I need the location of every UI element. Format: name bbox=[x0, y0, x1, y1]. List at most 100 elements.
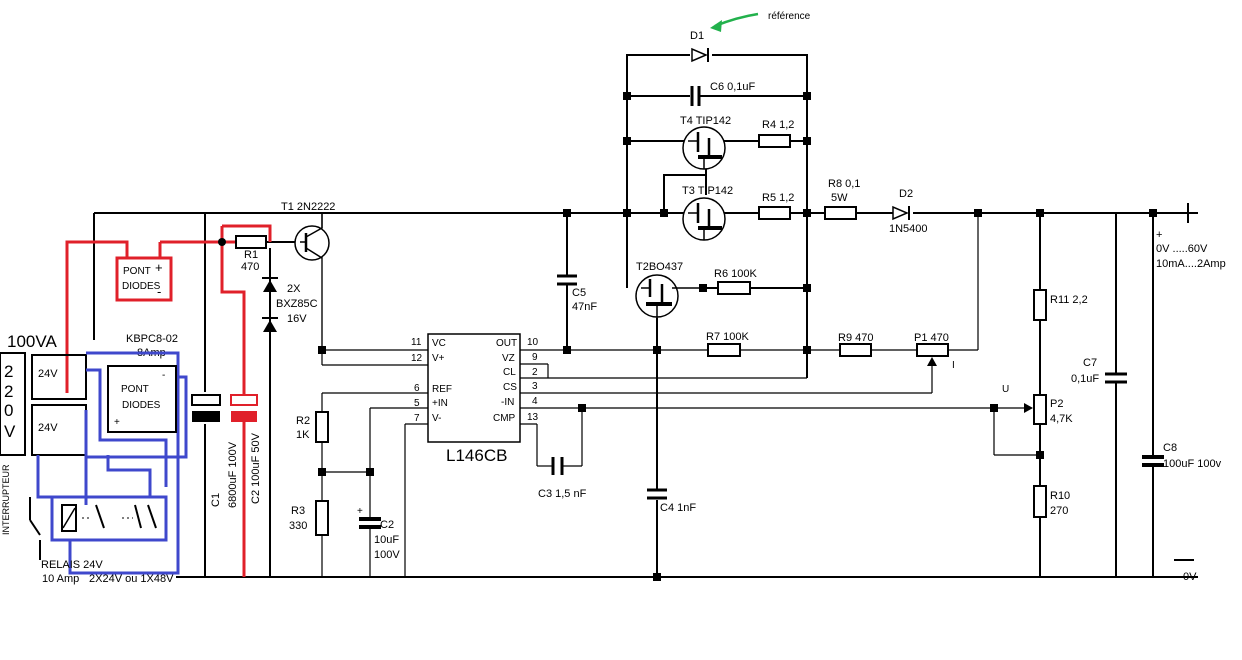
resistor-r6: R6 100K bbox=[714, 268, 757, 295]
interrupteur-label: INTERRUPTEUR bbox=[1, 464, 11, 535]
pin-13-name: CMP bbox=[493, 413, 516, 424]
r3-label: R3 bbox=[291, 505, 305, 517]
u-label: U bbox=[1002, 384, 1009, 395]
pin-7-num: 7 bbox=[414, 413, 420, 424]
bridge2-line2: DIODES bbox=[122, 400, 161, 411]
c3-label: C3 1,5 nF bbox=[538, 488, 587, 500]
p1-label: P1 470 bbox=[914, 332, 949, 344]
junction-dots bbox=[318, 92, 1157, 581]
r1-value: 470 bbox=[241, 261, 259, 273]
pin-5-name: +IN bbox=[432, 398, 448, 409]
primary-v-4: V bbox=[4, 422, 16, 441]
svg-text:-: - bbox=[157, 284, 161, 299]
r4-label: R4 1,2 bbox=[762, 119, 794, 131]
ic-right-pins: OUT 10 VZ 9 CL 2 CS 3 -IN 4 CMP 13 bbox=[493, 213, 1032, 467]
i-label: I bbox=[952, 360, 955, 371]
pin-7-name: V- bbox=[432, 413, 441, 424]
c2-small-voltage: 100V bbox=[374, 549, 400, 561]
diode-d1: D1 bbox=[690, 30, 709, 63]
c2-red-label: C2 100uF 50V bbox=[250, 432, 262, 504]
ic-name: L146CB bbox=[446, 446, 507, 465]
bridge1-line1: PONT bbox=[123, 266, 151, 277]
resistor-r1: R1 470 bbox=[235, 235, 267, 273]
t4-label: T4 TIP142 bbox=[680, 115, 731, 127]
pin-11-name: VC bbox=[432, 338, 446, 349]
r10-value: 270 bbox=[1050, 505, 1068, 517]
c7-label: C7 bbox=[1083, 357, 1097, 369]
resistor-r4: R4 1,2 bbox=[758, 119, 794, 148]
pin-2-name: CL bbox=[503, 367, 516, 378]
output-wiring bbox=[205, 213, 1198, 578]
bridge2-line1: PONT bbox=[121, 384, 149, 395]
potentiometer-p1: P1 470 I bbox=[914, 332, 955, 371]
primary-v-2: 2 bbox=[4, 382, 13, 401]
output-current-range: 10mA....2Amp bbox=[1156, 258, 1226, 270]
capacitor-c5: C5 47nF bbox=[557, 274, 597, 313]
d1-label: D1 bbox=[690, 30, 704, 42]
transistor-t2: T2BO437 bbox=[635, 261, 703, 318]
pin-6-num: 6 bbox=[414, 383, 420, 394]
transistor-t4: T4 TIP142 bbox=[680, 115, 731, 170]
zener-count: 2X bbox=[287, 283, 301, 295]
pin-10-num: 10 bbox=[527, 337, 539, 348]
svg-text:+: + bbox=[155, 260, 163, 275]
zener-part: BXZ85C bbox=[276, 298, 318, 310]
interrupteur-switch: INTERRUPTEUR bbox=[1, 464, 41, 560]
bridge-rectifier-1: PONT DIODES + - bbox=[115, 256, 173, 302]
d2-part: 1N5400 bbox=[889, 223, 928, 235]
capacitor-c2-small: + C2 10uF 100V bbox=[357, 506, 400, 561]
secondary-1-voltage: 24V bbox=[38, 368, 58, 380]
svg-text:+: + bbox=[114, 417, 120, 428]
pin-12-name: V+ bbox=[432, 353, 445, 364]
kbpc-part: KBPC8-02 bbox=[126, 333, 178, 345]
primary-v-1: 2 bbox=[4, 362, 13, 381]
c1-label: C1 bbox=[210, 493, 222, 507]
c8-value: 100uF 100v bbox=[1163, 458, 1222, 470]
primary-v-3: 0 bbox=[4, 401, 13, 420]
output-terminals: + 0V .....60V 10mA....2Amp 0V bbox=[1156, 203, 1226, 583]
c2-small-value: 10uF bbox=[374, 534, 399, 546]
relay-label: RELAIS 24V bbox=[41, 559, 103, 571]
pin-9-num: 9 bbox=[532, 352, 538, 363]
r1-label: R1 bbox=[244, 249, 258, 261]
red-wiring bbox=[65, 224, 272, 577]
c5-value: 47nF bbox=[572, 301, 597, 313]
output-voltage-range: 0V .....60V bbox=[1156, 243, 1208, 255]
pin-3-num: 3 bbox=[532, 381, 538, 392]
r10-label: R10 bbox=[1050, 490, 1070, 502]
reference-label: référence bbox=[768, 11, 811, 22]
capacitor-c7: C7 0,1uF bbox=[1071, 357, 1127, 385]
bridge1-line2: DIODES bbox=[122, 281, 161, 292]
capacitor-c4: C4 1nF bbox=[647, 488, 696, 514]
capacitor-c3: C3 1,5 nF bbox=[538, 457, 587, 500]
c2-small-label: C2 bbox=[380, 519, 394, 531]
capacitor-c8: C8 100uF 100v bbox=[1142, 442, 1222, 470]
pin-10-name: OUT bbox=[496, 338, 517, 349]
c1-value: 6800uF 100V bbox=[227, 441, 239, 508]
pin-6-name: REF bbox=[432, 384, 452, 395]
relay-rating: 10 Amp bbox=[42, 573, 79, 585]
pin-11-num: 11 bbox=[411, 337, 422, 348]
ic-left-pins: 11 VC 12 V+ 6 REF 5 +IN 7 V- bbox=[321, 213, 452, 577]
zener-voltage: 16V bbox=[287, 313, 307, 325]
r5-label: R5 1,2 bbox=[762, 192, 794, 204]
output-plus: + bbox=[1156, 229, 1162, 241]
diode-d2: D2 1N5400 bbox=[889, 188, 928, 235]
reference-arrow: référence bbox=[710, 11, 811, 32]
r2-value: 1K bbox=[296, 429, 310, 441]
c8-label: C8 bbox=[1163, 442, 1177, 454]
resistor-r5: R5 1,2 bbox=[758, 192, 794, 220]
t1-label: T1 2N2222 bbox=[281, 201, 335, 213]
resistor-r8: R8 0,1 5W bbox=[824, 178, 860, 220]
resistor-r10: R10 270 bbox=[1033, 485, 1070, 518]
resistor-r9: R9 470 bbox=[838, 332, 873, 357]
transformer-va: 100VA bbox=[7, 332, 57, 351]
r8-label: R8 0,1 bbox=[828, 178, 860, 190]
pin-3-name: CS bbox=[503, 382, 517, 393]
r6-label: R6 100K bbox=[714, 268, 757, 280]
c5-label: C5 bbox=[572, 287, 586, 299]
c4-label: C4 1nF bbox=[660, 502, 696, 514]
d2-label: D2 bbox=[899, 188, 913, 200]
pin-2-num: 2 bbox=[532, 367, 538, 378]
